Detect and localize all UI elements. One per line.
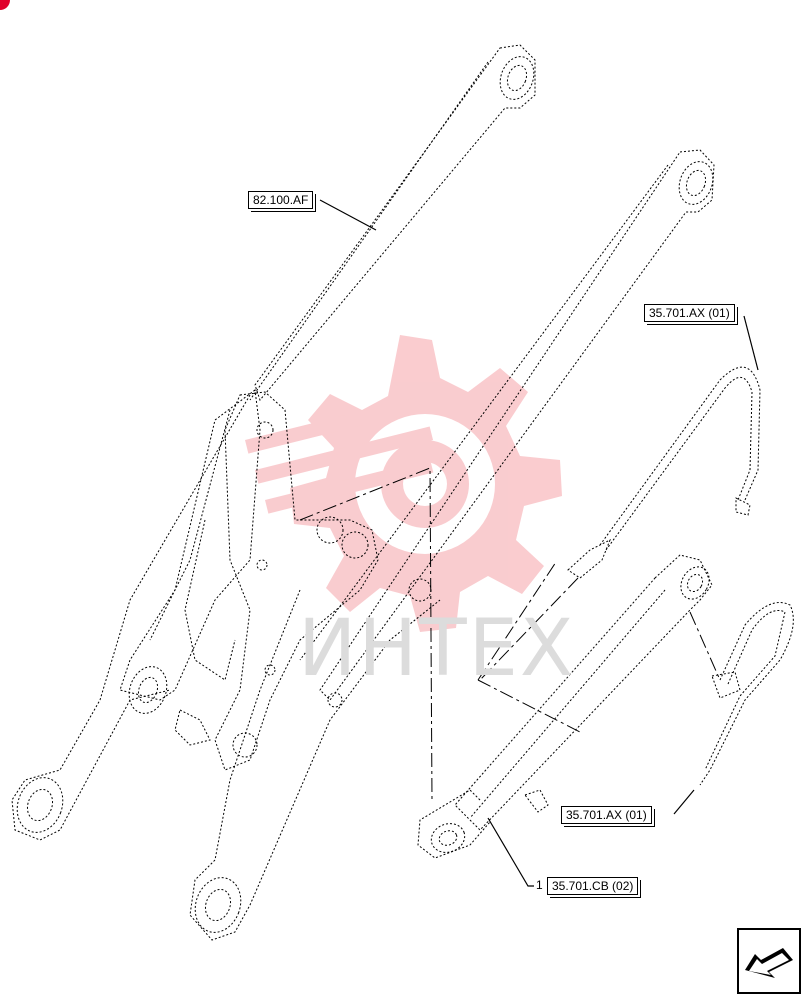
- bell-crank: [214, 391, 379, 771]
- arrow-left-down-icon: [745, 948, 793, 978]
- callout-hose-bottom[interactable]: 35.701.AX (01): [561, 806, 652, 824]
- watermark-text: ИНТЕХ: [298, 604, 576, 694]
- boom-arm-upper: [254, 44, 536, 402]
- loader-arms: [11, 44, 794, 941]
- brand-dot-icon: [0, 0, 10, 10]
- arm-body-left: [119, 389, 261, 701]
- leader-lines: [319, 199, 759, 887]
- hydraulic-cylinder: [417, 538, 713, 859]
- callout-boom[interactable]: 82.100.AF: [248, 191, 314, 209]
- nav-arrow-button[interactable]: [737, 928, 801, 994]
- callout-hose-top[interactable]: 35.701.AX (01): [644, 304, 735, 322]
- hose-top: [599, 366, 761, 546]
- watermark-logo: [245, 335, 562, 632]
- centerlines: [299, 467, 721, 801]
- callout-cylinder[interactable]: 35.701.CB (02): [547, 877, 639, 895]
- item-number: 1: [536, 878, 543, 892]
- hose-bottom: [699, 602, 794, 786]
